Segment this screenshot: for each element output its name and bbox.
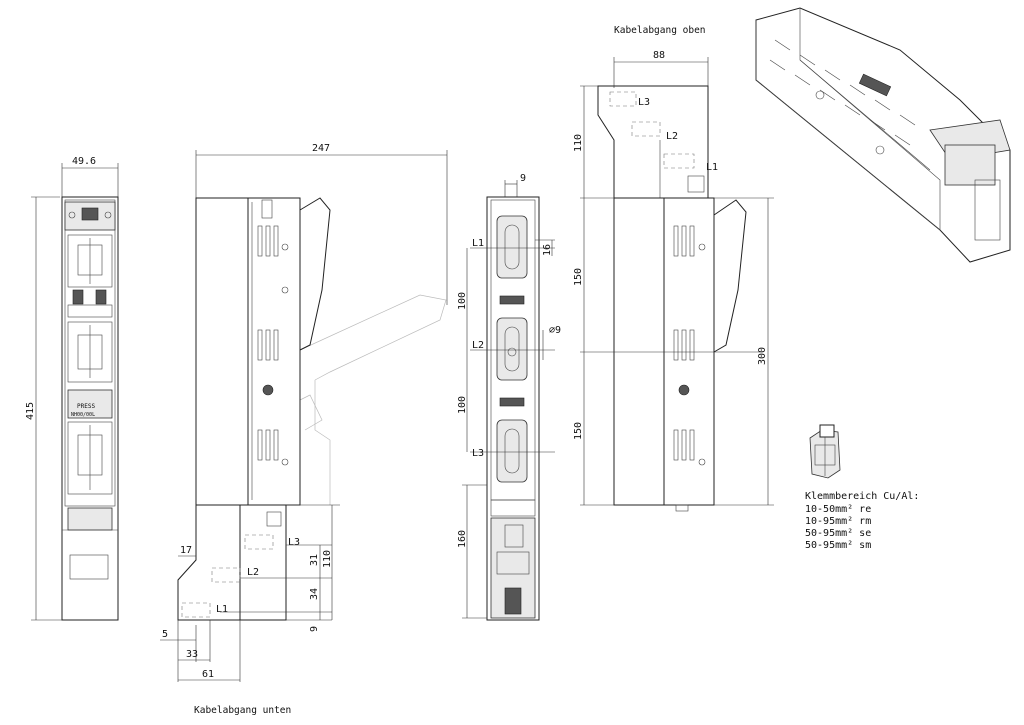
side-d17: 17 bbox=[180, 545, 192, 556]
front-height-label: 415 bbox=[25, 402, 36, 420]
side-d34: 34 bbox=[309, 588, 320, 600]
side-view: 247 L3 L2 L1 bbox=[160, 143, 448, 716]
top-cable-view: Kabelabgang oben 88 L3 L2 L1 bbox=[573, 25, 774, 512]
top-phase2: L2 bbox=[666, 131, 678, 142]
side-d33: 33 bbox=[186, 649, 198, 660]
top-d150a: 150 bbox=[573, 268, 584, 286]
side-depth-label: 247 bbox=[312, 143, 330, 154]
mount-phase3: L3 bbox=[472, 448, 484, 459]
caption-cable-top: Kabelabgang oben bbox=[614, 25, 706, 36]
mount-hole: ⌀9 bbox=[549, 325, 561, 336]
isometric-view bbox=[755, 7, 1011, 263]
side-phase1: L1 bbox=[216, 604, 228, 615]
caption-cable-bottom: Kabelabgang unten bbox=[194, 705, 291, 716]
terminal-line-4: 50-95mm² sm bbox=[805, 540, 871, 551]
terminal-line-1: 10-50mm² re bbox=[805, 504, 871, 515]
side-phase2: L2 bbox=[247, 567, 259, 578]
terminal-title: Klemmbereich Cu/Al: bbox=[805, 491, 919, 502]
top-d110: 110 bbox=[573, 134, 584, 152]
mount-phase1: L1 bbox=[472, 238, 484, 249]
mount-phase2: L2 bbox=[472, 340, 484, 351]
top-d150b: 150 bbox=[573, 422, 584, 440]
side-d9: 9 bbox=[309, 626, 320, 632]
top-d300: 300 bbox=[757, 347, 768, 365]
terminal-line-2: 10-95mm² rm bbox=[805, 516, 871, 527]
front-width-label: 49.6 bbox=[72, 156, 96, 167]
side-d110: 110 bbox=[322, 550, 333, 568]
terminal-line-3: 50-95mm² se bbox=[805, 528, 871, 539]
side-d5: 5 bbox=[162, 629, 168, 640]
mount-d9: 9 bbox=[520, 173, 526, 184]
front-view: 49.6 415 PRESS NH00/00L bbox=[25, 156, 119, 621]
mount-d100a: 100 bbox=[457, 292, 468, 310]
press-label: PRESS bbox=[77, 403, 95, 410]
top-width-label: 88 bbox=[653, 50, 665, 61]
model-label: NH00/00L bbox=[71, 412, 95, 418]
side-d31: 31 bbox=[309, 554, 320, 566]
terminal-clamp: Klemmbereich Cu/Al: 10-50mm² re 10-95mm²… bbox=[805, 424, 919, 551]
mounting-view: 9 L1 L2 L3 16 ⌀9 bbox=[457, 173, 561, 621]
mount-d16: 16 bbox=[542, 244, 553, 256]
side-d61: 61 bbox=[202, 669, 214, 680]
mount-d160: 160 bbox=[457, 530, 468, 548]
top-phase3: L3 bbox=[638, 97, 650, 108]
side-phase3: L3 bbox=[288, 537, 300, 548]
mount-d100b: 100 bbox=[457, 396, 468, 414]
top-phase1: L1 bbox=[706, 162, 718, 173]
